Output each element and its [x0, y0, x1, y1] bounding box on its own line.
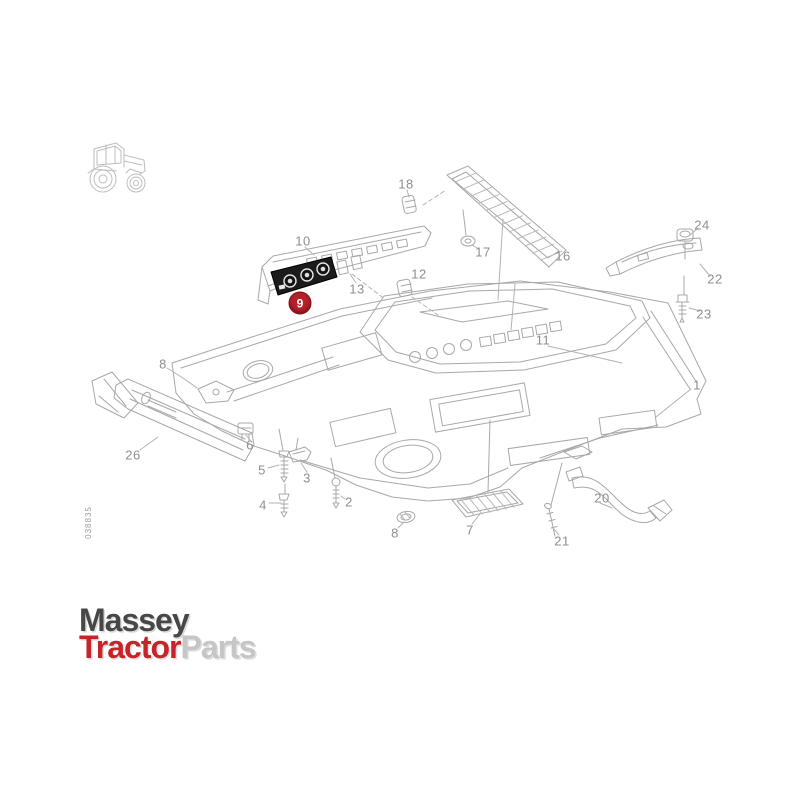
part-bolt-4 — [278, 483, 290, 518]
part-clip-12 — [396, 278, 413, 298]
callout-13: 13 — [349, 281, 365, 297]
callout-16: 16 — [555, 248, 571, 264]
part-grommet-8 — [396, 510, 416, 524]
drawing-ref-number: 038835 — [83, 506, 93, 539]
callout-10: 10 — [295, 233, 311, 249]
callout-5: 5 — [258, 462, 266, 478]
callout-21: 21 — [554, 533, 570, 549]
part-grille-16 — [446, 165, 567, 268]
part-grommet-17 — [460, 209, 476, 247]
callout-20: 20 — [594, 490, 610, 506]
callout-22: 22 — [707, 271, 723, 287]
part-console — [359, 281, 651, 374]
part-screw-2 — [330, 457, 341, 509]
callout-7: 7 — [466, 522, 474, 538]
brand-word-parts: Parts — [180, 629, 256, 666]
callout-8: 8 — [391, 525, 399, 541]
callout-11: 11 — [535, 332, 551, 348]
part-bolt-5 — [278, 428, 290, 483]
part-clip-18 — [401, 194, 417, 214]
part-bracket-20 — [565, 466, 673, 524]
part-clips-13 — [336, 254, 363, 276]
callout-12: 12 — [411, 266, 427, 282]
part-switch-panel-highlighted — [270, 256, 338, 296]
dashed-alignment-lines — [351, 189, 447, 316]
callout-26: 26 — [125, 447, 141, 463]
part-cap-nut-24 — [676, 228, 694, 260]
part-main-panel — [171, 280, 707, 502]
callout-17: 17 — [475, 244, 491, 260]
callout-2: 2 — [345, 494, 353, 510]
highlighted-part-badge: 9 — [288, 291, 312, 315]
part-screw-21 — [544, 462, 563, 537]
part-plate-7 — [451, 419, 524, 518]
brand-logo[interactable]: Massey TractorParts — [79, 604, 257, 663]
part-bracket-8 — [197, 380, 235, 404]
callout-3: 3 — [303, 470, 311, 486]
tractor-icon — [87, 142, 146, 193]
part-trim-26 — [91, 371, 255, 462]
callout-23: 23 — [696, 306, 712, 322]
callout-4: 4 — [259, 497, 267, 513]
part-bracket-3 — [288, 437, 312, 463]
callout-8: 8 — [159, 356, 167, 372]
part-bracket-22 — [605, 237, 703, 277]
brand-word-tractor: Tractor — [79, 629, 181, 666]
brand-word-massey: Massey — [79, 602, 190, 638]
callout-6: 6 — [246, 437, 254, 453]
callout-24: 24 — [694, 217, 710, 233]
leader-lines — [139, 189, 711, 536]
part-bolt-23 — [675, 275, 690, 323]
callout-1: 1 — [693, 377, 701, 393]
callout-18: 18 — [398, 176, 414, 192]
